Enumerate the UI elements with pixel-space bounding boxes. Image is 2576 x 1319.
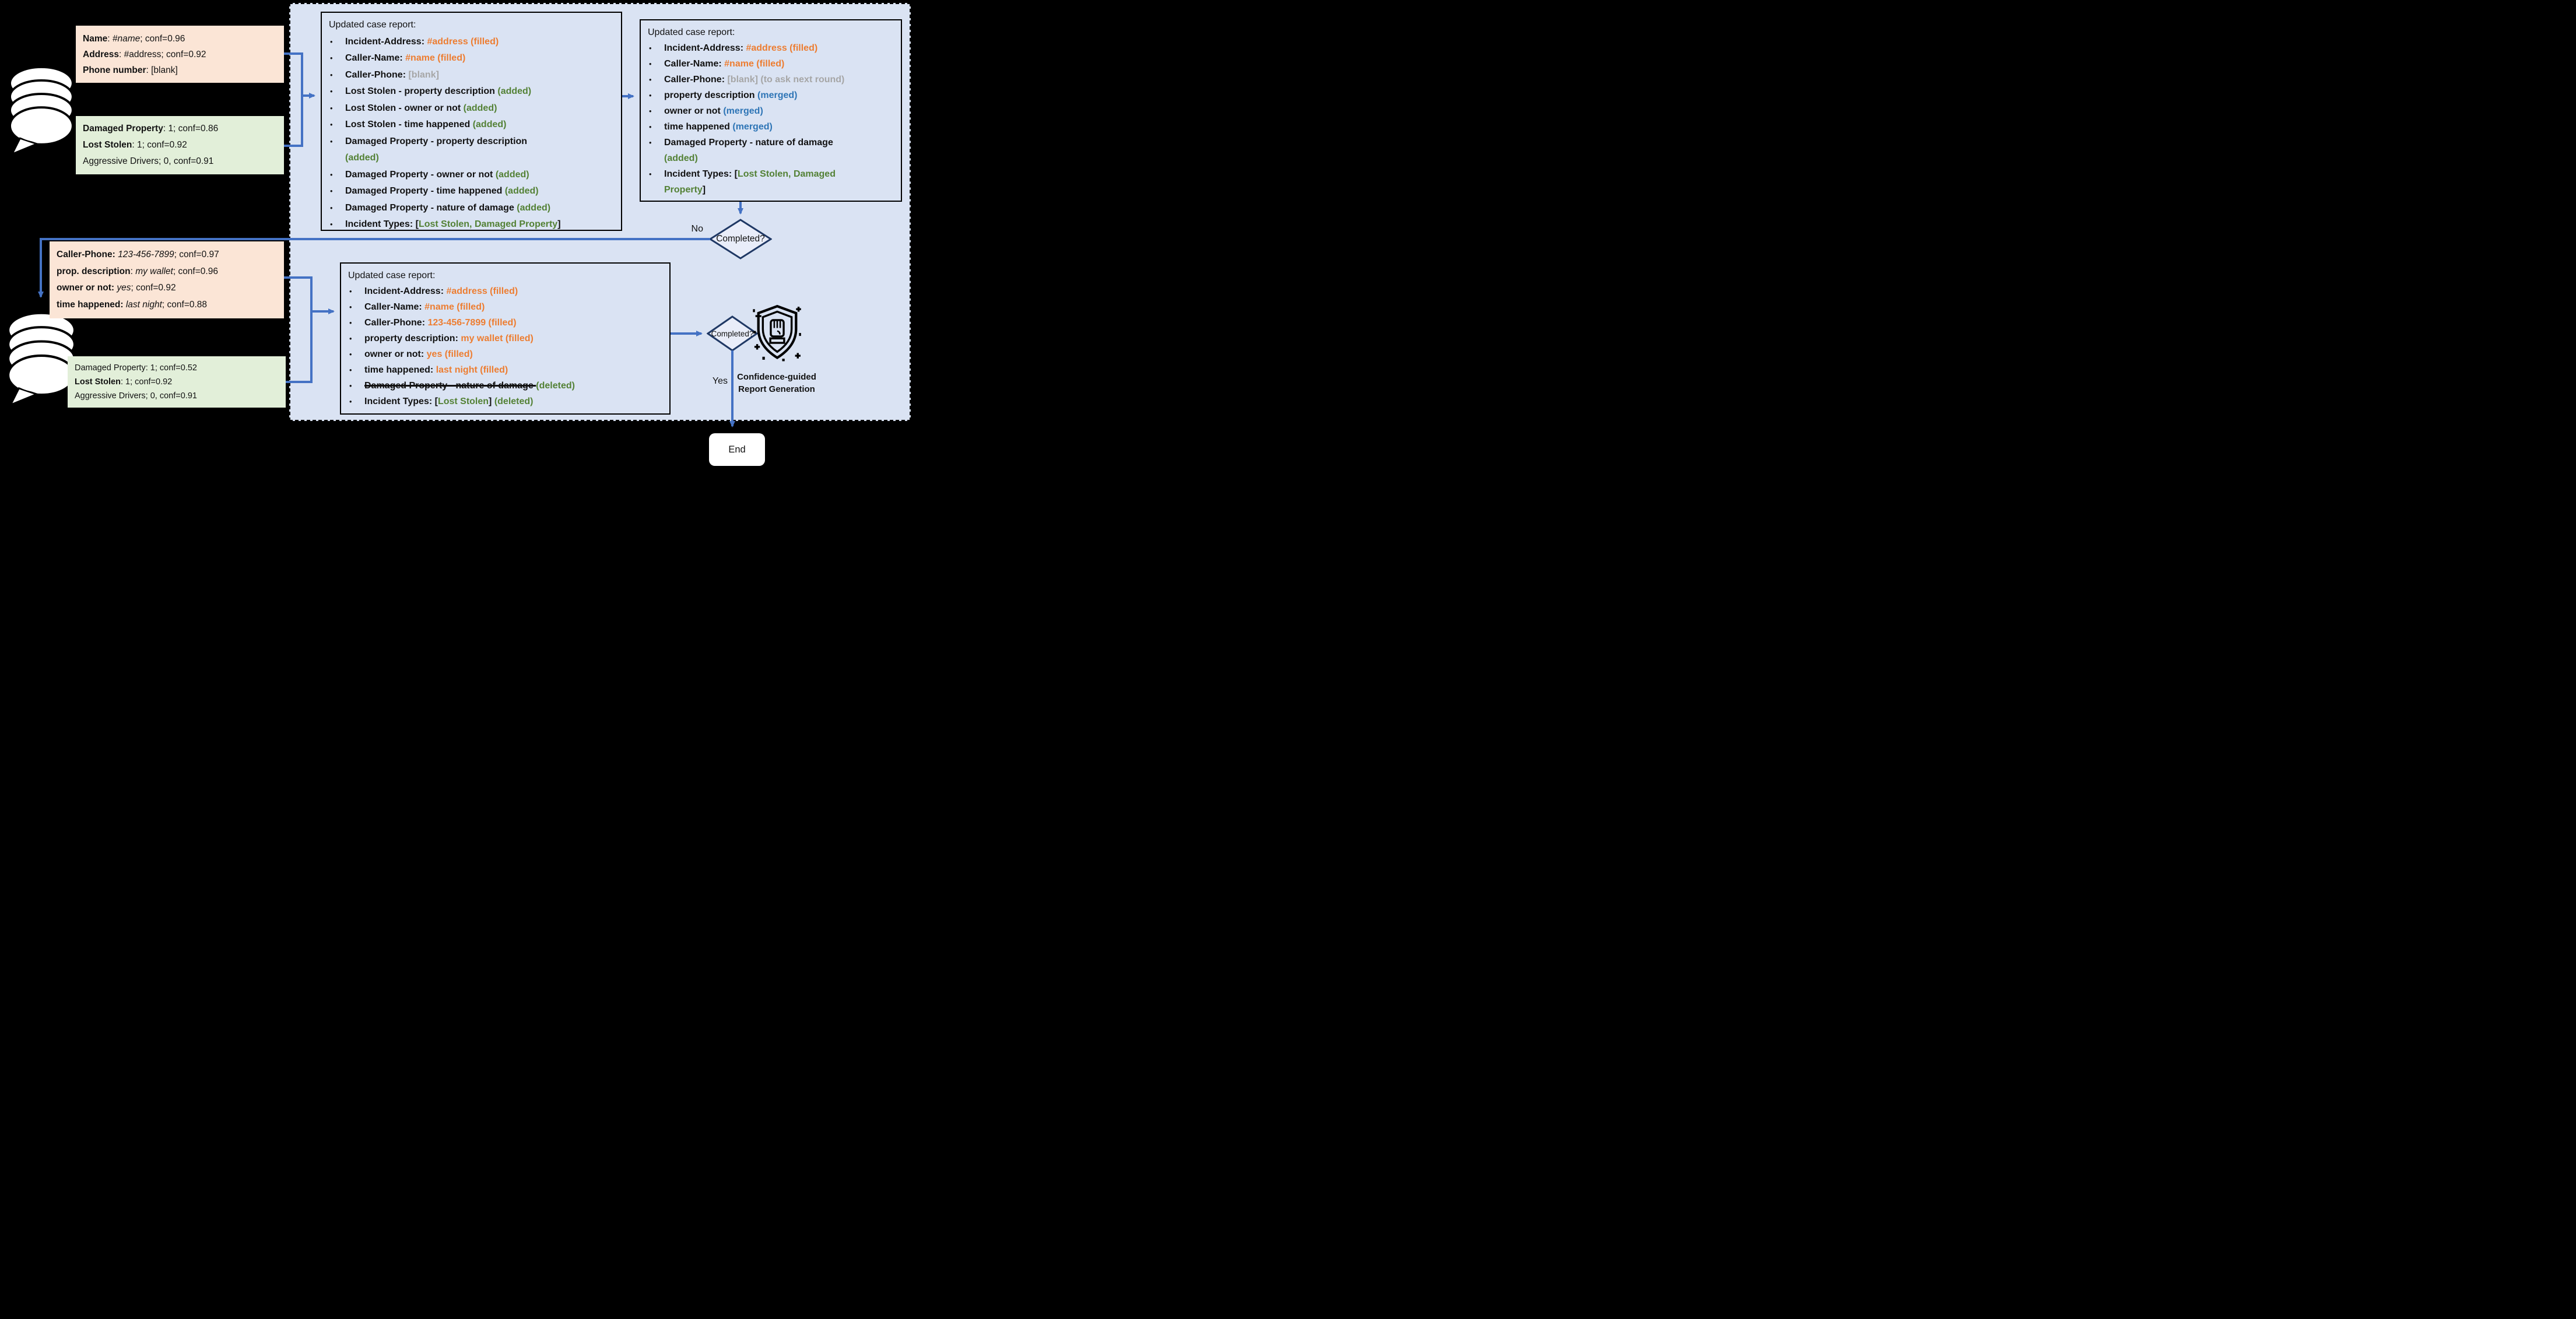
report-bullet-item: •property description: my wallet (filled… [349,334,534,343]
text-line: Damaged Property: 1; conf=0.52 [75,363,197,373]
text-line: Lost Stolen: 1; conf=0.92 [83,140,187,150]
report-bullet-item: •Caller-Phone: [blank] (to ask next roun… [649,75,845,85]
report-bullet-item: •Caller-Name: #name (filled) [330,53,466,63]
report-bullet-item: •property description (merged) [649,90,798,100]
report-bullet-item: •Damaged Property - time happened (added… [330,186,539,196]
report-bullet-item: •time happened: last night (filled) [349,365,508,375]
report-bullet-item: •Incident-Address: #address (filled) [649,43,818,53]
text-line: Name: #name; conf=0.96 [83,33,185,44]
fist-shield-icon [753,304,801,362]
caption-line1: Confidence-guided [737,372,816,382]
decision-label: Completed? [711,329,754,338]
completed-decision-1: Completed? [708,219,773,259]
report-bullet-item: •Incident Types: [Lost Stolen] (deleted) [349,397,534,406]
report-bullet-item: •Damaged Property - property description… [330,136,528,163]
report-bullet-item: •Damaged Property - nature of damage(add… [649,138,833,163]
report-bullet-item: •Lost Stolen - owner or not (added) [330,103,497,113]
case-report-final-box: Updated case report: •Incident-Address: … [340,262,671,415]
report-bullet-item: •Lost Stolen - time happened (added) [330,120,507,129]
report-bullet-item: •Damaged Property - owner or not (added) [330,169,529,180]
report-bullet-item: •Damaged Property - nature of damage (de… [349,381,575,391]
report-title: Updated case report: [348,271,436,280]
no-branch-label: No [691,224,703,234]
completed-decision-2: Completed? [706,315,759,352]
report-title: Updated case report: [329,20,416,30]
chat-stack-icon [7,311,76,407]
text-line: Phone number: [blank] [83,65,178,75]
asr-result-round2-box: Caller-Phone: 123-456-7899; conf=0.97 pro… [50,241,284,318]
text-line: Damaged Property: 1; conf=0.86 [83,124,219,134]
caption: Confidence-guided Report Generation [736,371,817,395]
text-line: Address: #address; conf=0.92 [83,49,206,59]
decision-label: Completed? [716,234,765,244]
report-bullet-item: •Caller-Phone: [blank] [330,69,439,80]
yes-branch-label: Yes [712,376,728,386]
report-bullet-item: •Lost Stolen - property description (add… [330,86,532,96]
report-bullet-item: •Caller-Phone: 123-456-7899 (filled) [349,318,517,328]
text-line: owner or not: yes; conf=0.92 [57,283,176,293]
text-line: Aggressive Drivers; 0, conf=0.91 [75,391,197,401]
dialog-panel [289,3,911,421]
report-bullet-item: •Damaged Property - nature of damage (ad… [330,202,551,213]
text-line: time happened: last night; conf=0.88 [57,299,208,310]
text-line: Lost Stolen: 1; conf=0.92 [75,377,173,387]
text-line: Caller-Phone: 123-456-7899; conf=0.97 [57,250,219,259]
report-bullet-item: •Caller-Name: #name (filled) [649,59,785,69]
case-report-round1-box: Updated case report: •Incident-Address: … [321,12,622,231]
case-report-merged-box: Updated case report: •Incident-Address: … [640,19,902,202]
report-bullet-item: •owner or not (merged) [649,106,763,116]
chat-stack-icon [9,65,74,155]
report-bullet-item: •Incident-Address: #address (filled) [349,286,518,296]
report-title: Updated case report: [648,27,735,37]
report-bullet-item: •Incident-Address: #address (filled) [330,36,499,47]
report-bullet-item: •owner or not: yes (filled) [349,349,473,359]
report-bullet-item: •Incident Types: [Lost Stolen, Damaged P… [330,219,561,229]
end-node: End [709,433,765,466]
report-bullet-item: •time happened (merged) [649,122,773,132]
text-line: Aggressive Drivers; 0, conf=0.91 [83,156,214,166]
caption-line2: Report Generation [738,384,815,394]
text-line: prop. description: my wallet; conf=0.96 [57,266,218,276]
report-bullet-item: •Caller-Name: #name (filled) [349,302,485,312]
